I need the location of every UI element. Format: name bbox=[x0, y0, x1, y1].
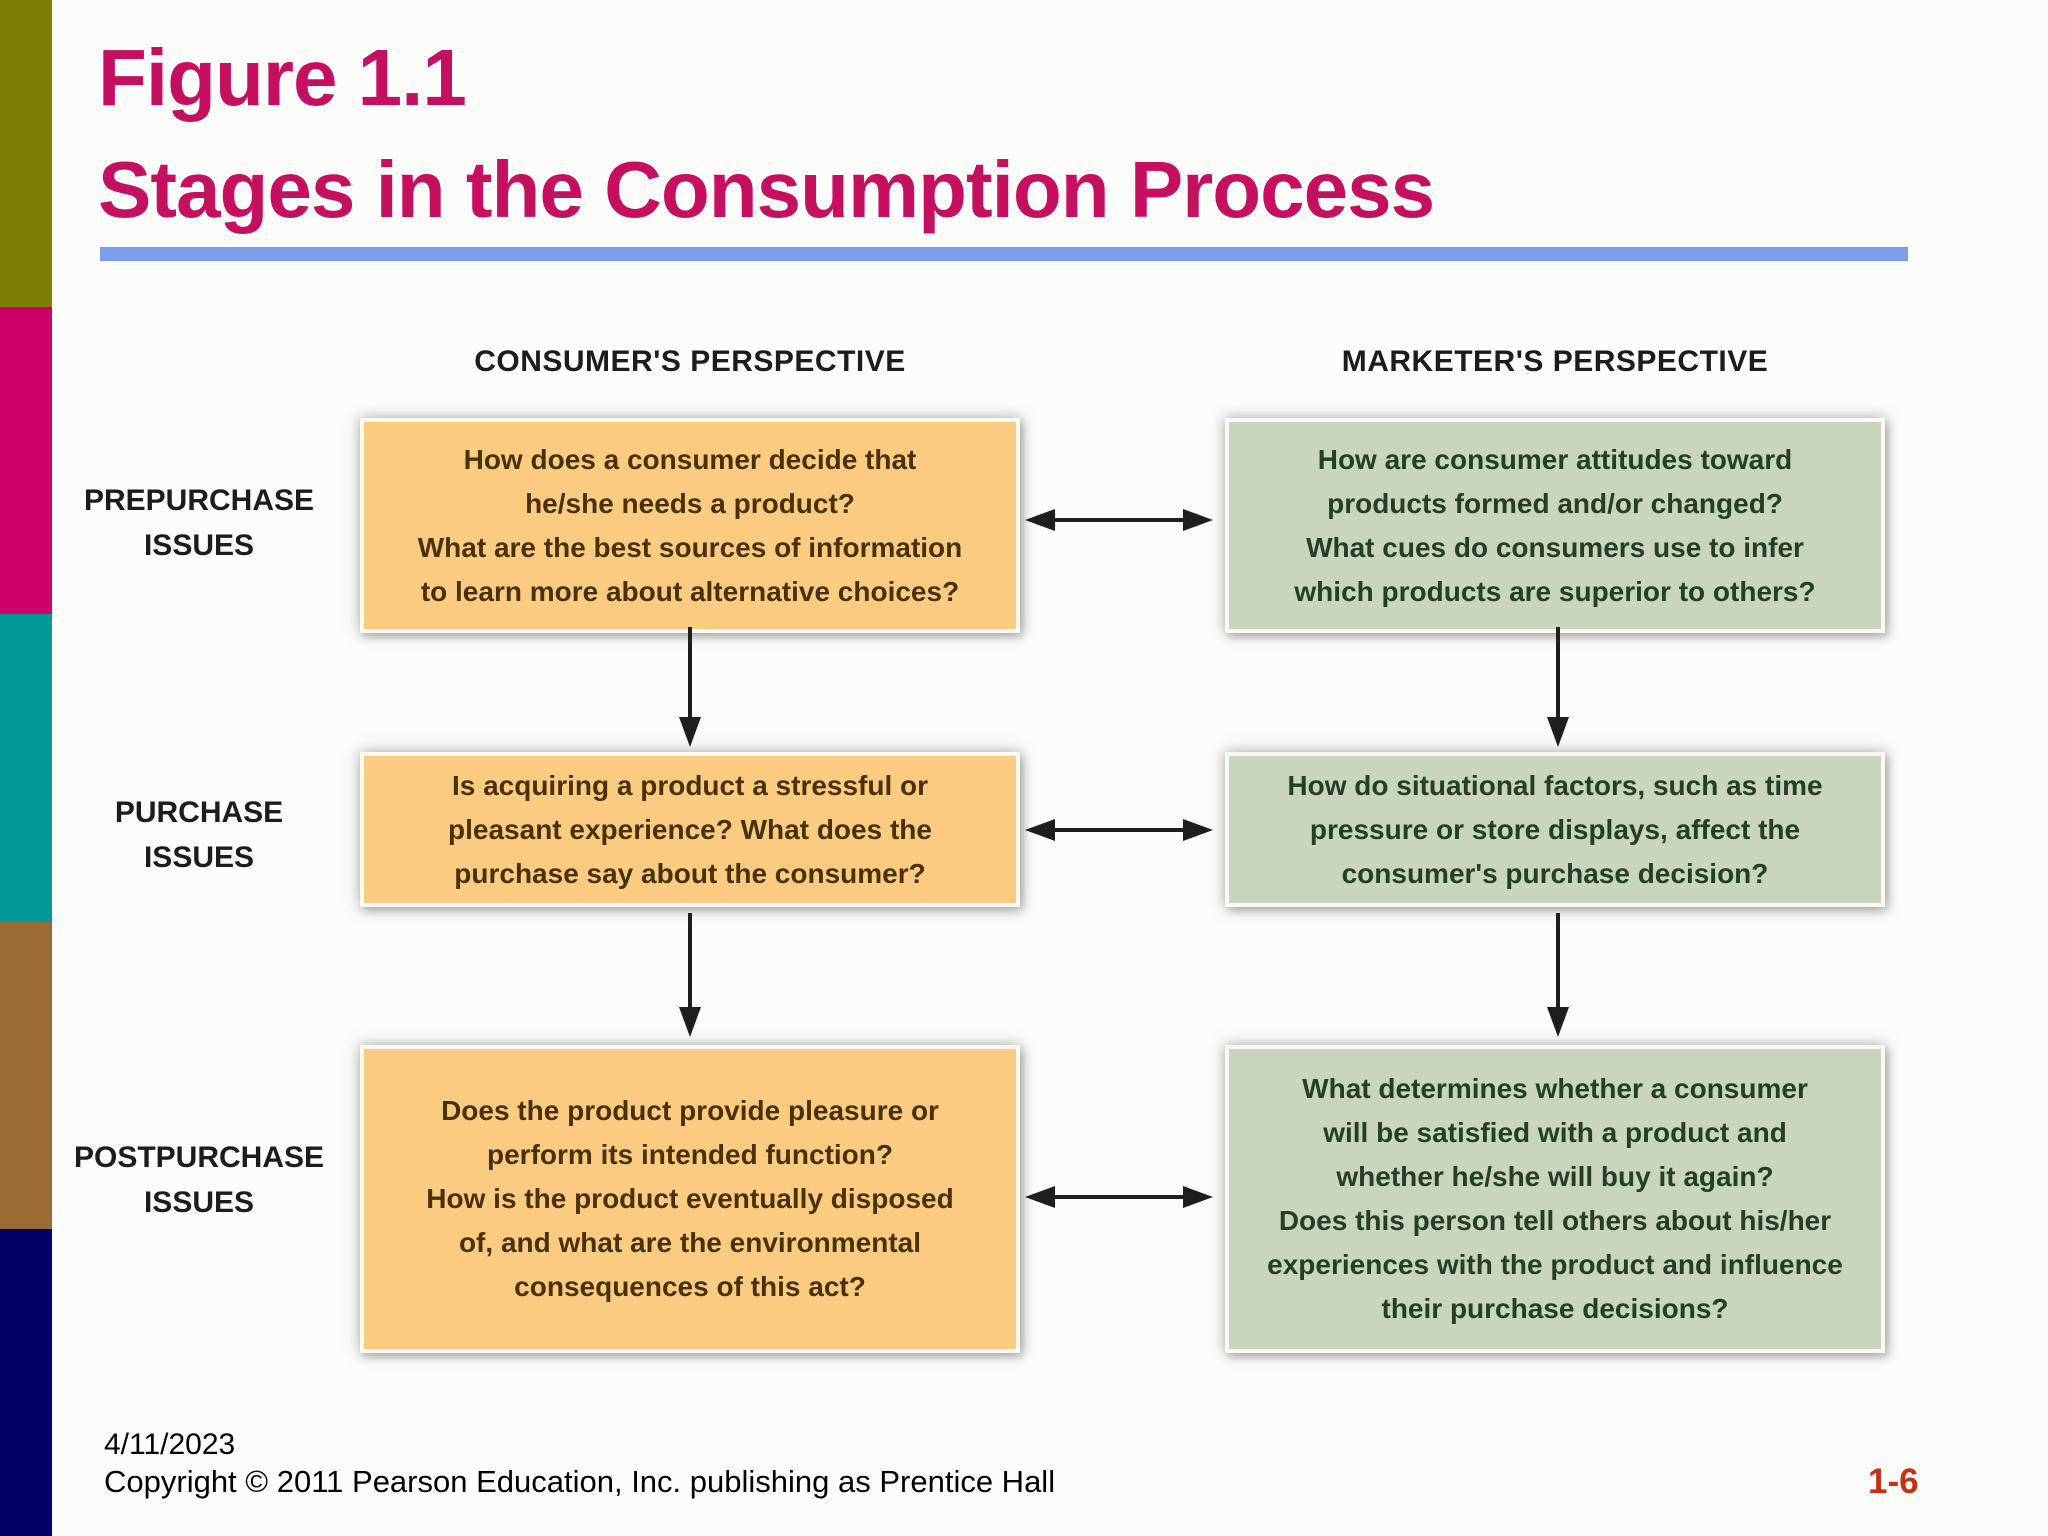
sidebar-stripe-olive bbox=[0, 0, 52, 308]
column-header-consumer: CONSUMER'S PERSPECTIVE bbox=[474, 345, 906, 378]
footer-date: 4/11/2023 bbox=[104, 1428, 236, 1461]
bidirectional-arrow-row1 bbox=[1025, 509, 1213, 531]
bidirectional-arrow-row3 bbox=[1025, 1186, 1213, 1208]
sidebar-stripe-brown bbox=[0, 921, 52, 1229]
slide-title: Figure 1.1 Stages in the Consumption Pro… bbox=[98, 22, 1948, 246]
column-header-marketer: MARKETER'S PERSPECTIVE bbox=[1341, 345, 1769, 378]
page-number: 1-6 bbox=[1868, 1462, 1919, 1501]
title-underline-rule bbox=[100, 247, 1908, 261]
sidebar-color-strip bbox=[0, 0, 52, 1536]
sidebar-stripe-navy bbox=[0, 1228, 52, 1536]
down-arrow-marketer-purchase-to-postpurchase bbox=[1547, 913, 1569, 1037]
down-arrow-consumer-purchase-to-postpurchase bbox=[679, 913, 701, 1037]
footer-copyright: Copyright © 2011 Pearson Education, Inc.… bbox=[104, 1464, 1056, 1499]
box-marketer-purchase: How do situational factors, such as time… bbox=[1225, 752, 1885, 907]
sidebar-stripe-teal bbox=[0, 614, 52, 922]
bidirectional-arrow-row2 bbox=[1025, 819, 1213, 841]
slide-title-line2: Stages in the Consumption Process bbox=[98, 145, 1435, 234]
slide-title-line1: Figure 1.1 bbox=[98, 33, 467, 122]
down-arrow-consumer-prepurchase-to-purchase bbox=[679, 627, 701, 747]
down-arrow-marketer-prepurchase-to-purchase bbox=[1547, 627, 1569, 747]
sidebar-stripe-magenta bbox=[0, 307, 52, 615]
